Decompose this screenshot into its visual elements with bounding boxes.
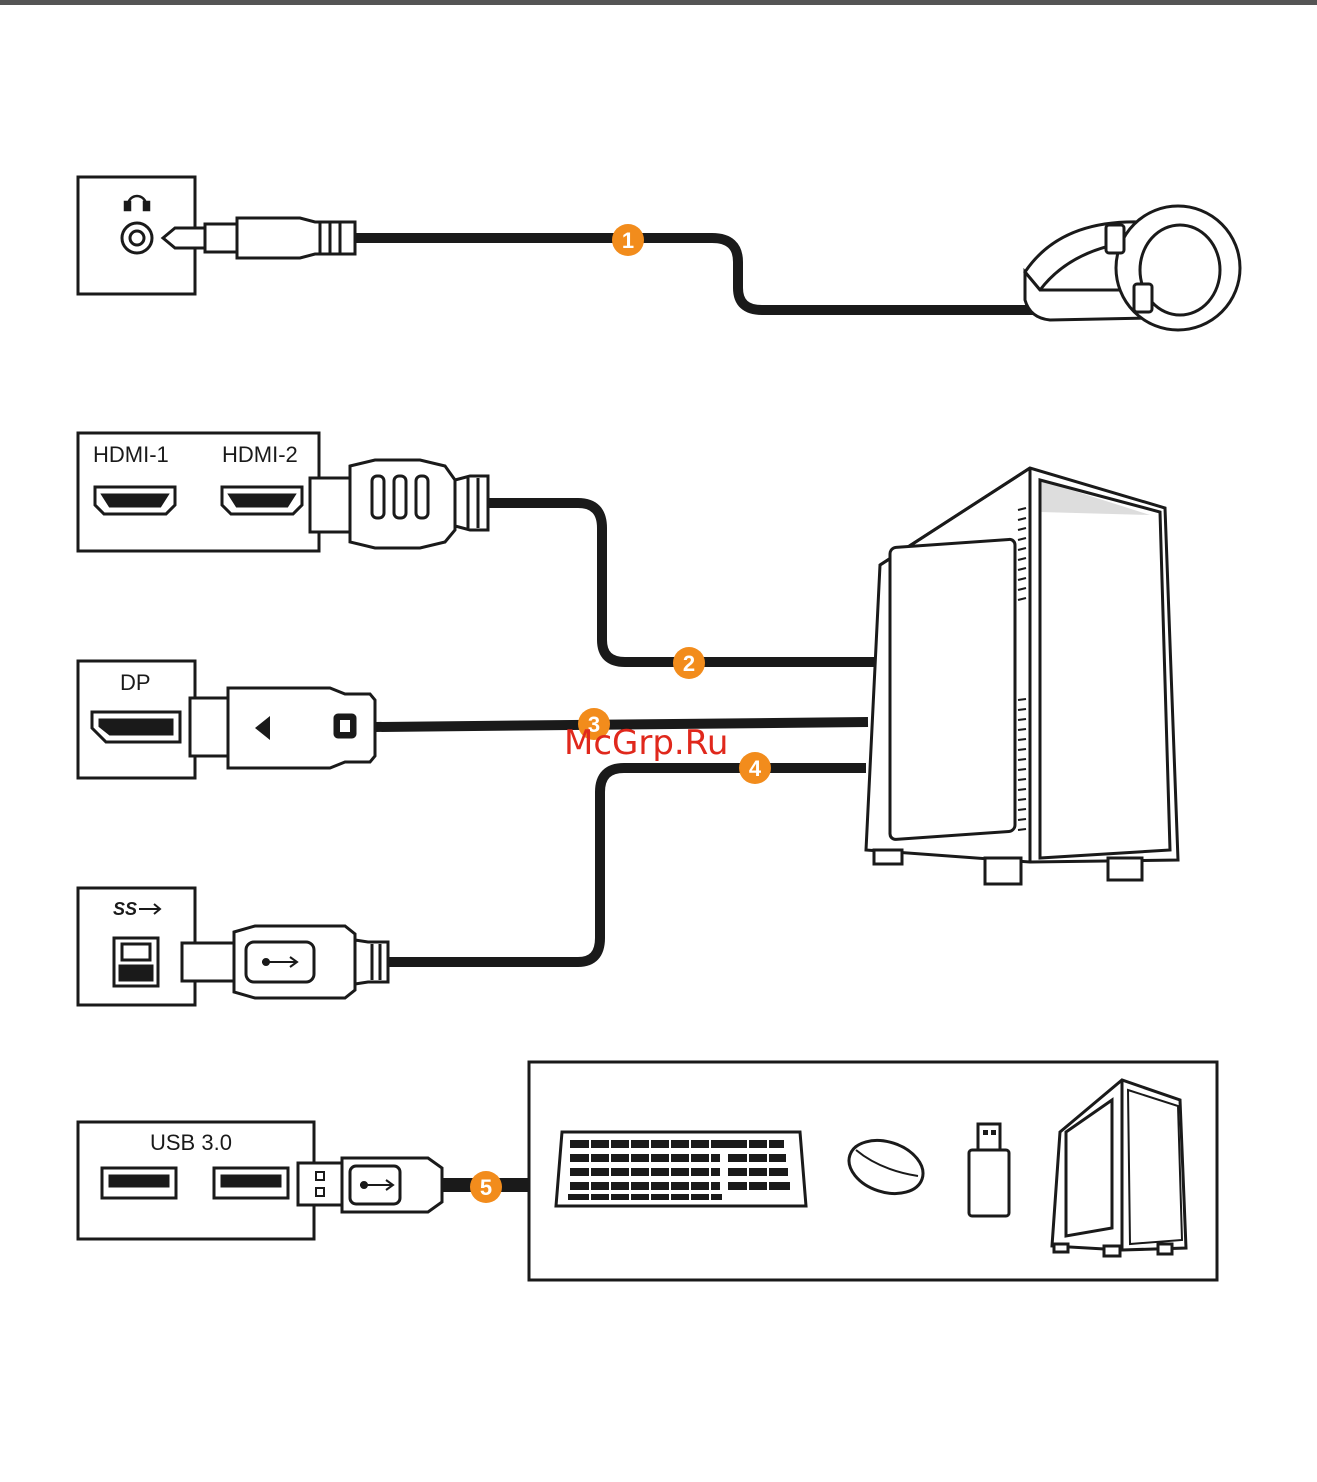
cable-1-badge: 1 xyxy=(612,224,644,256)
small-pc-tower-icon xyxy=(1052,1080,1186,1256)
keyboard-icon xyxy=(556,1132,806,1206)
usb-drive-icon xyxy=(969,1124,1009,1216)
cable-1-number: 1 xyxy=(622,228,634,253)
cable-4-line xyxy=(388,768,866,962)
watermark-text: McGrp.Ru xyxy=(564,723,728,763)
cable-5-badge: 5 xyxy=(470,1171,502,1203)
usb-a-port-1 xyxy=(102,1168,176,1198)
usb-a-port-2 xyxy=(214,1168,288,1198)
usb30-port-panel: USB 3.0 xyxy=(78,1122,314,1239)
usb-b-plug xyxy=(182,926,388,998)
hdmi-2-port xyxy=(222,487,302,514)
top-rule xyxy=(0,0,1317,5)
audio-jack xyxy=(122,223,152,253)
hdmi-port-panel: HDMI-1 HDMI-2 xyxy=(78,433,319,551)
usb-a-plug xyxy=(298,1158,442,1212)
mouse-icon xyxy=(842,1131,930,1202)
cable-4-badge: 4 xyxy=(739,752,771,784)
hdmi-plug xyxy=(310,460,488,548)
hdmi-1-label: HDMI-1 xyxy=(93,442,169,467)
pc-tower-icon xyxy=(866,468,1178,884)
cable-1-line xyxy=(355,238,1040,310)
usb30-label: USB 3.0 xyxy=(150,1130,232,1155)
usb-devices-box xyxy=(529,1062,1217,1280)
hdmi-1-port xyxy=(95,487,175,514)
dp-label: DP xyxy=(120,670,151,695)
usb-b-port-panel: SS xyxy=(78,888,195,1005)
hdmi-2-label: HDMI-2 xyxy=(222,442,298,467)
dp-port-panel: DP xyxy=(78,661,195,778)
superspeed-usb-icon: SS xyxy=(113,899,160,919)
usb-b-port xyxy=(114,938,158,986)
dp-port xyxy=(92,712,180,742)
dp-plug xyxy=(190,688,375,768)
headphone-icon xyxy=(125,196,149,210)
cable-4-number: 4 xyxy=(749,756,762,781)
cable-2-badge: 2 xyxy=(673,647,705,679)
headphones-icon xyxy=(1025,206,1240,330)
cable-2-number: 2 xyxy=(683,651,695,676)
audio-plug xyxy=(163,218,355,258)
cable-5-number: 5 xyxy=(480,1175,492,1200)
superspeed-label: SS xyxy=(113,899,137,919)
cable-2-line xyxy=(488,503,878,662)
